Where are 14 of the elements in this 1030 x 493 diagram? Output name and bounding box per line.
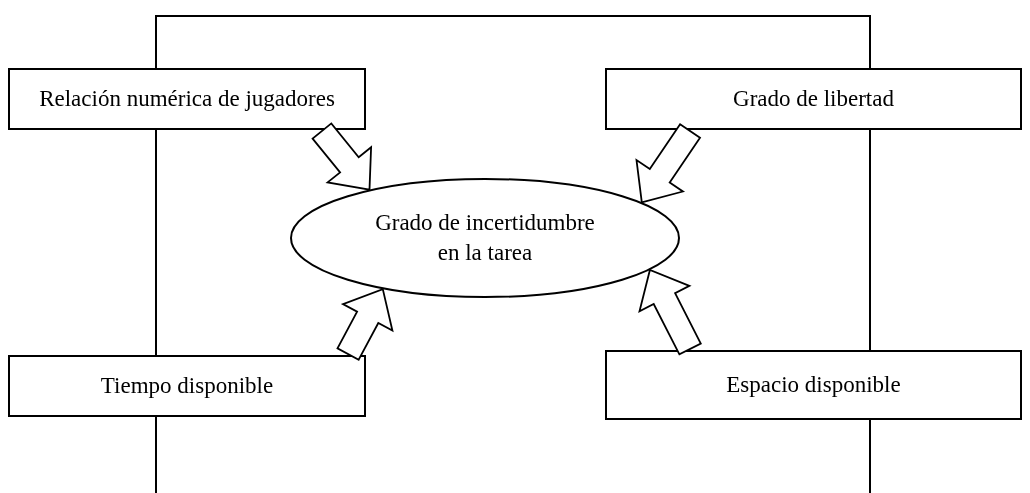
node-label: Grado de libertad xyxy=(733,85,894,113)
block-arrow xyxy=(635,123,702,204)
block-arrow xyxy=(336,287,394,361)
block-arrow xyxy=(311,122,373,191)
node-label: Espacio disponible xyxy=(726,371,901,399)
ellipse-node xyxy=(290,178,680,298)
process-box xyxy=(605,68,1022,130)
node-label: Tiempo disponible xyxy=(100,372,274,400)
process-box xyxy=(605,350,1022,420)
block-arrow xyxy=(638,268,702,356)
process-box xyxy=(8,355,366,417)
process-box xyxy=(8,68,366,130)
node-label: Grado de incertidumbre en la tarea xyxy=(374,209,596,267)
node-label: Relación numérica de jugadores xyxy=(39,85,335,113)
